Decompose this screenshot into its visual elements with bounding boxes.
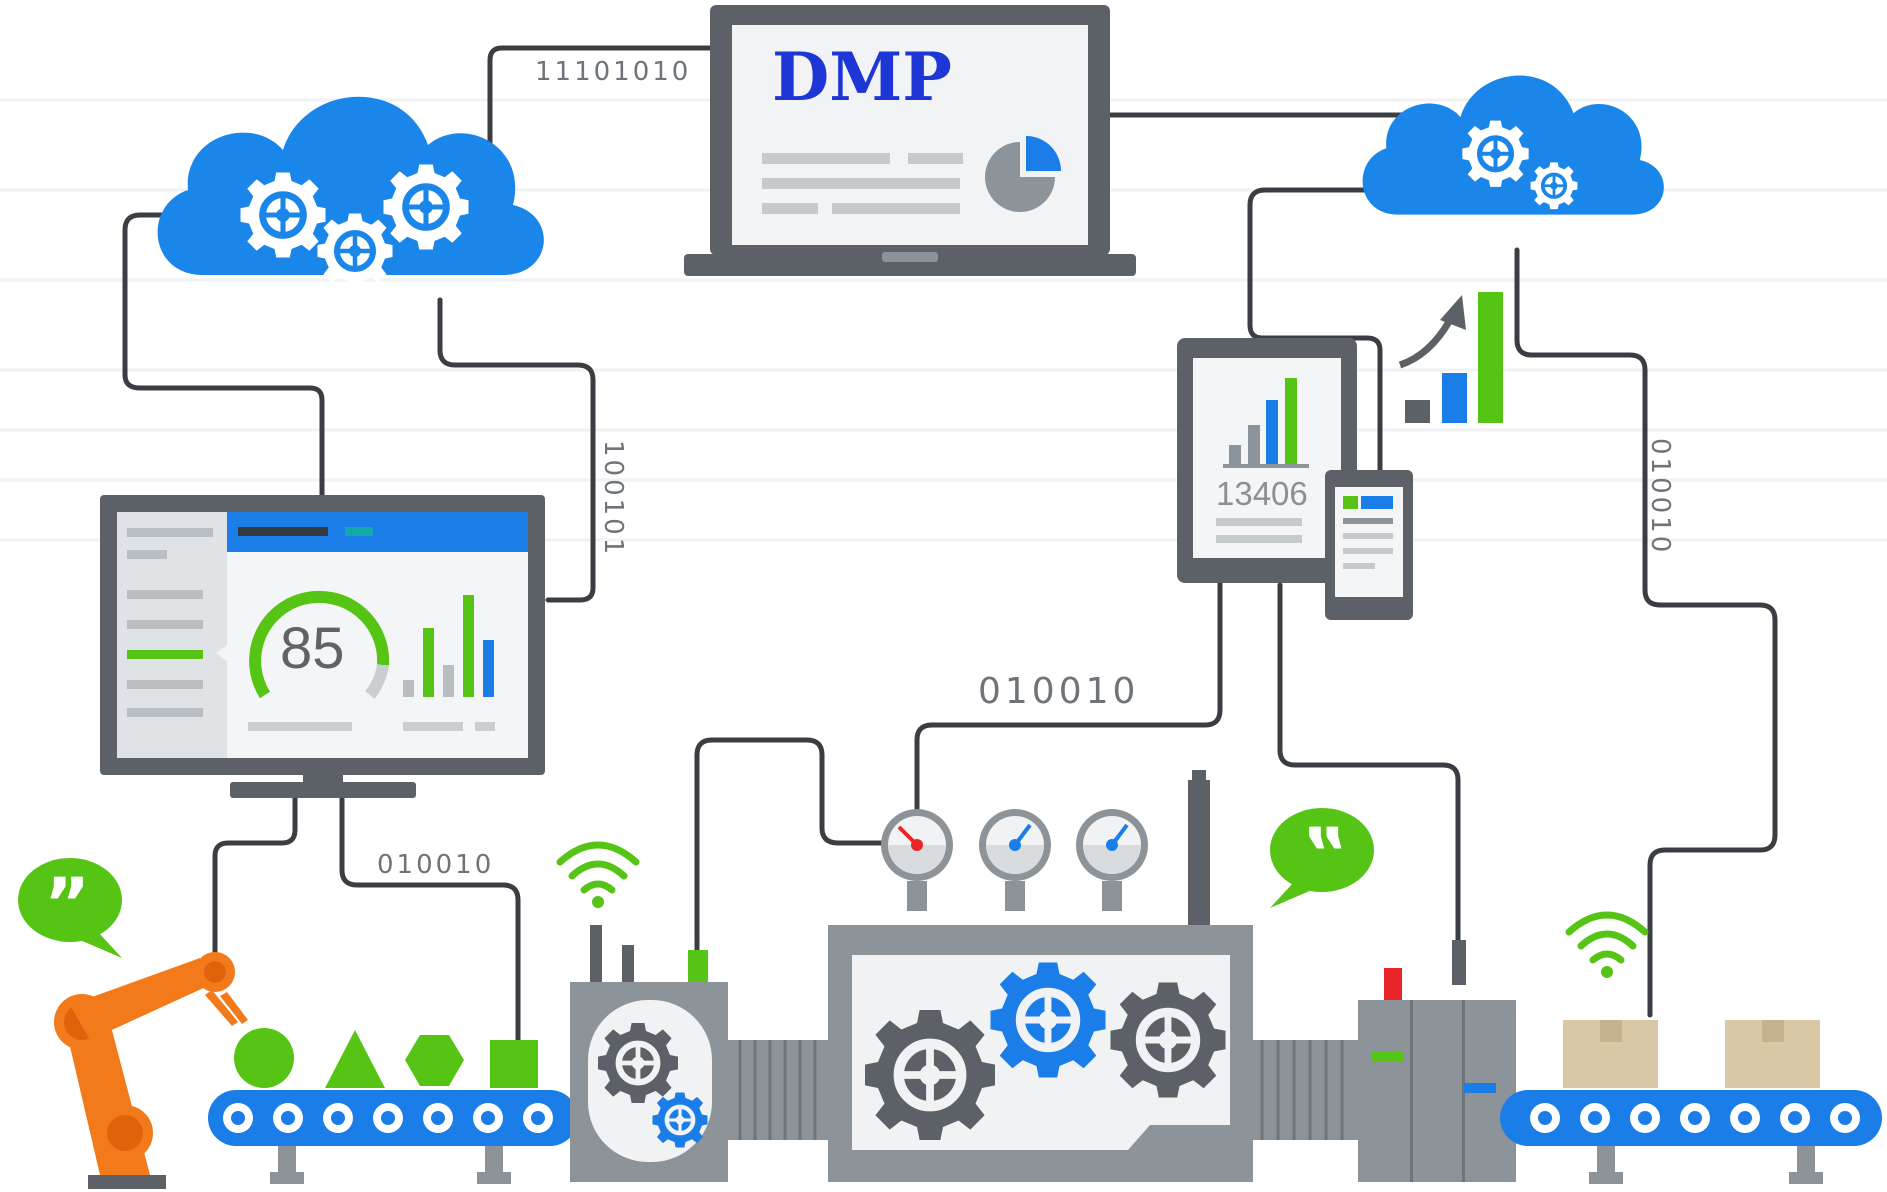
gear-icon (1530, 162, 1578, 210)
binary-label-top: 11101010 (535, 57, 691, 87)
gear-icon (383, 164, 469, 250)
sidebar-items (127, 528, 213, 717)
product-square (490, 1040, 538, 1088)
gear-icon (240, 172, 326, 258)
binary-label-center: 010010 (978, 671, 1139, 712)
gear-icon (990, 962, 1106, 1078)
wifi-icon (1569, 915, 1645, 978)
conveyor-right (1500, 1090, 1882, 1184)
growth-arrow-icon (1398, 292, 1503, 423)
cloud-left (157, 96, 544, 289)
box-icon (1563, 1020, 1658, 1088)
laptop-text-lines (762, 153, 963, 214)
tablet-value: 13406 (1216, 475, 1308, 512)
product-triangle (325, 1030, 385, 1088)
gear-icon (1110, 982, 1226, 1098)
pie-chart-icon (985, 136, 1061, 212)
binary-label-left-vertical: 100101 (598, 440, 628, 557)
conveyor-left (208, 1090, 578, 1184)
cloud-right (1362, 75, 1664, 215)
chat-bubble-icon (18, 858, 122, 958)
pressure-gauge-icon (979, 809, 1051, 911)
machine-right (1358, 940, 1516, 1182)
gauge: 85 (249, 590, 390, 699)
binary-label-lower-left: 010010 (377, 850, 494, 880)
products (234, 1028, 538, 1088)
gear-icon (598, 1023, 678, 1103)
bar-chart-icon (403, 595, 495, 731)
box-icon (1725, 1020, 1820, 1088)
pressure-gauge-icon (881, 809, 953, 911)
connector-bellows (728, 1040, 1358, 1140)
machine-main (828, 770, 1253, 1182)
tablet: 13406 (1177, 338, 1357, 583)
machine-left (570, 925, 728, 1182)
network-wires (122, 45, 1778, 1043)
wifi-icon (560, 845, 636, 908)
bar-chart-icon (1223, 378, 1309, 468)
gear-icon (865, 1010, 995, 1140)
gear-icon (652, 1092, 708, 1148)
gear-icon (1462, 120, 1529, 187)
phone (1325, 470, 1413, 620)
chat-bubble-icon (1270, 808, 1374, 908)
gauge-value: 85 (280, 616, 345, 681)
pressure-gauge-icon (1076, 809, 1148, 911)
product-hexagon (405, 1035, 464, 1086)
gear-icon (317, 213, 393, 289)
laptop-title: DMP (772, 38, 952, 116)
robot-arm-icon (54, 952, 248, 1189)
laptop: DMP (684, 5, 1136, 276)
binary-label-right-vertical: 010010 (1645, 438, 1675, 555)
product-circle (234, 1028, 294, 1088)
dashboard-monitor: 85 (100, 495, 545, 798)
